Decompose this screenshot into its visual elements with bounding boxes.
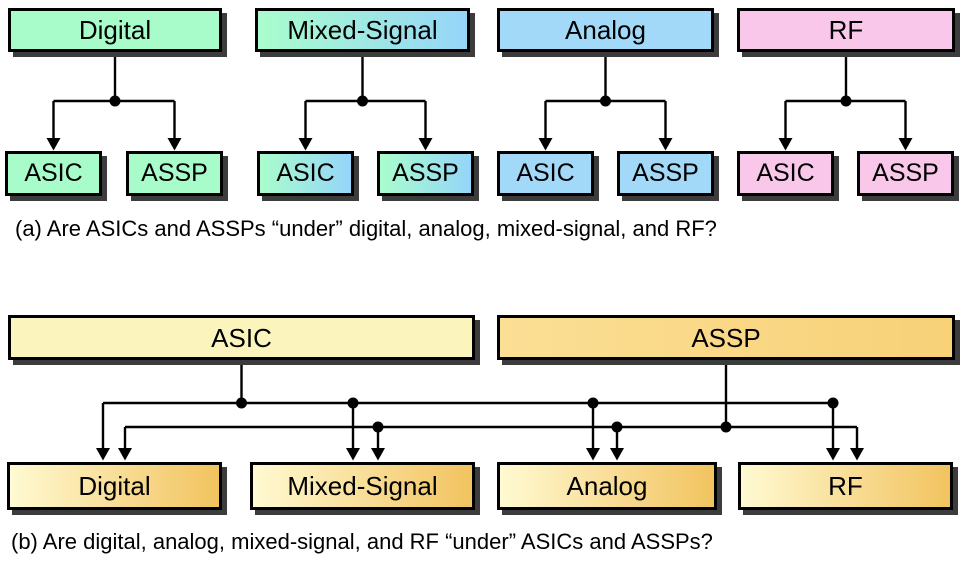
box-mixed-signal-parent: Mixed-Signal [255,8,470,52]
connector-group-mixed-signal [298,52,433,151]
box-rf-assp: ASSP [857,151,954,196]
connector-group-digital [46,52,182,151]
box-child-mixed-signal: Mixed-Signal [250,462,475,510]
box-assp-parent: ASSP [497,315,955,360]
box-rf-parent: RF [737,8,955,52]
box-analog-assp: ASSP [617,151,714,196]
box-child-digital: Digital [7,462,222,510]
box-child-rf: RF [738,462,953,510]
connector-group-analog [538,52,673,151]
connector-group-asic-assp-bus [96,360,864,461]
box-mixed-signal-assp: ASSP [377,151,474,196]
box-analog-parent: Analog [497,8,714,52]
connector-group-rf [778,52,913,151]
caption-b: (b) Are digital, analog, mixed-signal, a… [11,529,713,554]
box-digital-asic: ASIC [5,151,102,196]
box-rf-asic: ASIC [737,151,834,196]
box-child-analog: Analog [497,462,717,510]
box-mixed-signal-asic: ASIC [257,151,354,196]
box-analog-asic: ASIC [497,151,594,196]
box-asic-parent: ASIC [8,315,475,360]
box-digital-parent: Digital [8,8,222,52]
box-digital-assp: ASSP [126,151,223,196]
caption-a: (a) Are ASICs and ASSPs “under” digital,… [15,216,717,241]
